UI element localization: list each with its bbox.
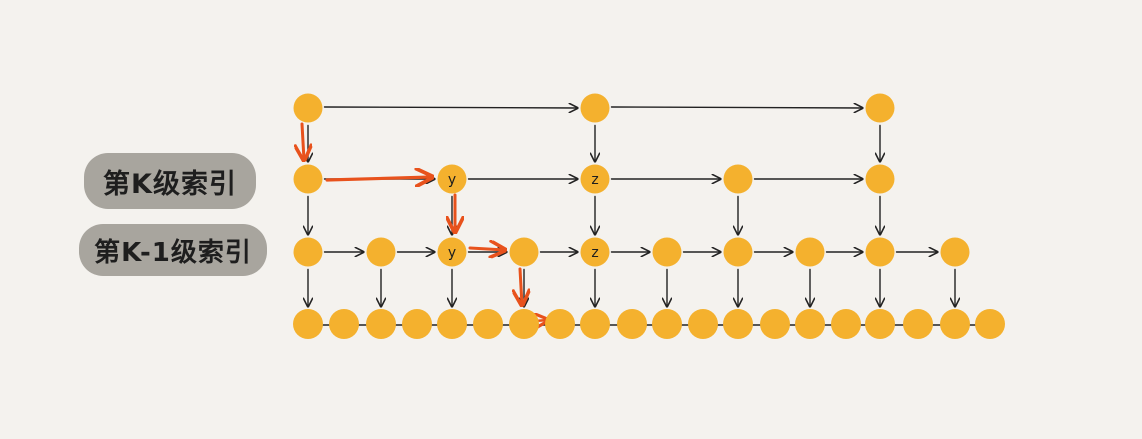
- list-node: [865, 93, 895, 123]
- list-node: [652, 237, 682, 267]
- node-circle: [437, 164, 467, 194]
- list-node: [329, 309, 359, 339]
- node-circle: [723, 309, 753, 339]
- node-circle: [509, 237, 539, 267]
- node-circle: [293, 237, 323, 267]
- search-path-right: [325, 177, 432, 180]
- forward-arrow: [323, 107, 578, 108]
- node-circle: [545, 309, 575, 339]
- list-node: z: [580, 164, 610, 194]
- node-key-label: y: [448, 245, 456, 261]
- node-circle: [366, 309, 396, 339]
- node-circle: [688, 309, 718, 339]
- node-circle: [293, 309, 323, 339]
- node-circle: [617, 309, 647, 339]
- list-node: [865, 164, 895, 194]
- search-path-down: [520, 267, 522, 305]
- node-key-label: y: [448, 172, 456, 188]
- list-node: [366, 309, 396, 339]
- list-node: [402, 309, 432, 339]
- list-node: [617, 309, 647, 339]
- node-circle: [473, 309, 503, 339]
- list-node: [688, 309, 718, 339]
- node-circle: [652, 309, 682, 339]
- search-path-down: [302, 122, 304, 160]
- list-node: [473, 309, 503, 339]
- node-circle: [580, 164, 610, 194]
- node-circle: [940, 309, 970, 339]
- list-node: [366, 237, 396, 267]
- level-k-minus-1-label: 第K-1级索引: [79, 224, 267, 276]
- list-node: [293, 309, 323, 339]
- list-node: [509, 309, 539, 339]
- list-node: [545, 309, 575, 339]
- node-circle: [723, 164, 753, 194]
- node-circle: [795, 237, 825, 267]
- list-node: [865, 309, 895, 339]
- list-node: [723, 237, 753, 267]
- node-circle: [580, 93, 610, 123]
- list-node: [795, 237, 825, 267]
- node-circle: [509, 309, 539, 339]
- node-circle: [293, 164, 323, 194]
- node-circle: [293, 93, 323, 123]
- list-node: [509, 237, 539, 267]
- node-circle: [437, 237, 467, 267]
- list-node: [580, 309, 610, 339]
- list-node: [975, 309, 1005, 339]
- list-node: [723, 164, 753, 194]
- list-node: [580, 93, 610, 123]
- node-circle: [580, 237, 610, 267]
- list-node: [437, 309, 467, 339]
- search-path-right: [468, 248, 505, 250]
- node-circle: [865, 164, 895, 194]
- list-node: [652, 309, 682, 339]
- node-circle: [865, 93, 895, 123]
- node-circle: [831, 309, 861, 339]
- node-circle: [580, 309, 610, 339]
- node-circle: [329, 309, 359, 339]
- node-circle: [402, 309, 432, 339]
- node-circle: [940, 237, 970, 267]
- node-circle: [437, 309, 467, 339]
- node-circle: [795, 309, 825, 339]
- node-circle: [723, 237, 753, 267]
- list-node: y: [437, 237, 467, 267]
- list-node: [293, 237, 323, 267]
- list-node: [940, 237, 970, 267]
- list-node: [723, 309, 753, 339]
- list-node: y: [437, 164, 467, 194]
- list-node: [940, 309, 970, 339]
- list-node: [293, 164, 323, 194]
- node-key-label: z: [591, 245, 598, 261]
- list-node: [293, 93, 323, 123]
- node-circle: [865, 237, 895, 267]
- list-node: z: [580, 237, 610, 267]
- node-circle: [865, 309, 895, 339]
- forward-arrow: [610, 107, 863, 108]
- node-circle: [903, 309, 933, 339]
- node-circle: [760, 309, 790, 339]
- node-circle: [652, 237, 682, 267]
- list-node: [903, 309, 933, 339]
- list-node: [795, 309, 825, 339]
- node-circle: [366, 237, 396, 267]
- level-k-label: 第K级索引: [84, 153, 256, 209]
- node-key-label: z: [591, 172, 598, 188]
- list-node: [865, 237, 895, 267]
- list-node: [831, 309, 861, 339]
- node-circle: [975, 309, 1005, 339]
- list-node: [760, 309, 790, 339]
